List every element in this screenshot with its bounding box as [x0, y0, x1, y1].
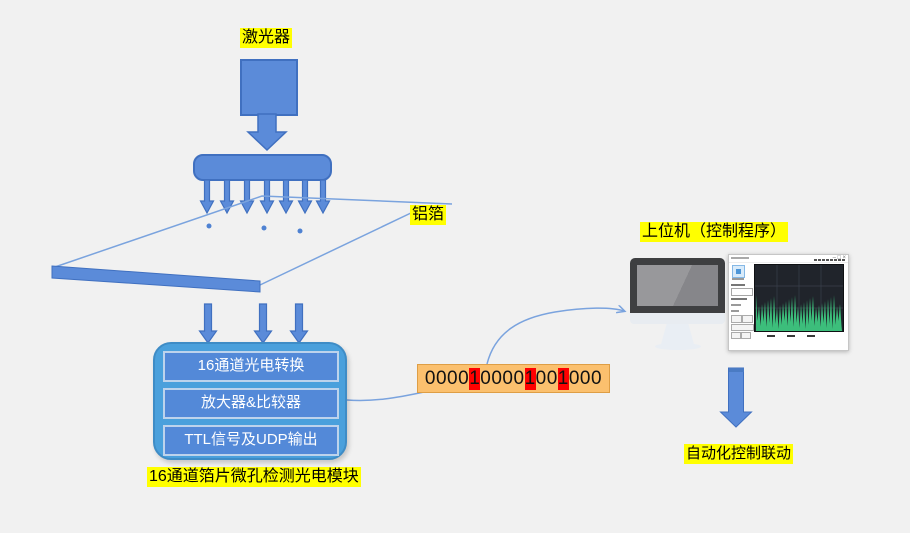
channel-select-dropdown[interactable]	[731, 288, 753, 296]
beam-arrow-icon	[297, 179, 313, 214]
waveform-chart	[754, 264, 844, 332]
beam-splitter-head	[193, 154, 332, 181]
window-title-bar: – □ ×	[729, 255, 848, 263]
host-computer-label: 上位机（控制程序）	[640, 222, 789, 242]
waveform-plot	[755, 265, 843, 331]
laser-emitter-square	[240, 59, 298, 116]
binary-digit-hit: 1	[524, 367, 536, 390]
monitor-screen	[637, 265, 718, 306]
binary-digits: 0000	[424, 367, 470, 389]
close-icon[interactable]: ×	[842, 255, 846, 261]
foil-front-edge-bar	[51, 265, 261, 293]
laser-beam-arrow-icon	[246, 113, 288, 152]
module-caption-label: 16通道箔片微孔检测光电模块	[147, 467, 361, 487]
hole-dot	[206, 223, 212, 229]
small-button[interactable]	[731, 332, 741, 339]
beam-arrow-icon	[199, 179, 215, 214]
detected-beam-arrow-icon	[289, 303, 309, 344]
window-title-text-skeleton	[731, 257, 749, 259]
binary-digit-hit: 1	[469, 367, 481, 390]
panel-label-skeleton	[731, 298, 747, 300]
small-button[interactable]	[741, 332, 751, 339]
panel-label-skeleton	[731, 310, 739, 312]
chart-toolbar-icons[interactable]	[814, 259, 845, 261]
monitor-bezel	[630, 258, 725, 313]
module-row-ttl-udp-output: TTL信号及UDP输出	[163, 425, 339, 456]
toolbar-button-caption-skeleton	[732, 278, 744, 280]
monitor-chin	[630, 313, 725, 324]
start-button[interactable]	[731, 315, 742, 323]
detected-beam-arrow-icon	[198, 303, 218, 344]
foil-sheet-edge	[259, 211, 414, 286]
automation-label: 自动化控制联动	[684, 444, 794, 464]
foil-label: 铝箔	[410, 205, 447, 225]
panel-label-skeleton	[731, 304, 741, 306]
laser-label: 激光器	[240, 28, 293, 48]
chart-axis-labels-skeleton	[767, 335, 815, 337]
panel-label-skeleton	[731, 284, 745, 286]
waveform-trace	[756, 295, 842, 331]
binary-digits: 000	[568, 367, 603, 389]
hole-dot	[297, 228, 303, 234]
beam-arrow-icon	[239, 179, 255, 214]
toolbar-button-icon	[736, 269, 741, 274]
foil-sheet-outline	[51, 195, 453, 269]
photoelectric-module-box: 16通道光电转换 放大器&比较器 TTL信号及UDP输出	[153, 342, 347, 460]
stop-button[interactable]	[742, 315, 753, 323]
monitor-stand	[660, 324, 695, 346]
micro-hole-dots	[206, 223, 303, 234]
control-program-window: – □ ×	[728, 254, 849, 351]
automation-arrow-cap	[729, 368, 744, 372]
beam-arrow-icon	[315, 179, 331, 214]
connector-module-to-binary	[346, 391, 425, 402]
detected-beam-arrows	[198, 303, 309, 344]
binary-digits: 00	[535, 367, 558, 389]
detected-beam-arrow-icon	[253, 303, 273, 344]
maximize-icon[interactable]: □	[837, 255, 841, 261]
minimize-icon[interactable]: –	[832, 255, 836, 261]
connect-toolbar-button[interactable]	[732, 265, 745, 278]
automation-arrow-icon	[719, 367, 753, 428]
monitor-base	[654, 343, 701, 350]
binary-digits: 0000	[480, 367, 525, 389]
module-row-amplifier-comparator: 放大器&比较器	[163, 388, 339, 419]
module-row-photo-conversion: 16通道光电转换	[163, 351, 339, 382]
wide-action-button[interactable]	[731, 324, 754, 331]
binary-digit-hit: 1	[557, 367, 569, 390]
host-monitor	[630, 258, 725, 350]
hole-dot	[261, 225, 267, 231]
connector-binary-to-host	[486, 308, 624, 365]
